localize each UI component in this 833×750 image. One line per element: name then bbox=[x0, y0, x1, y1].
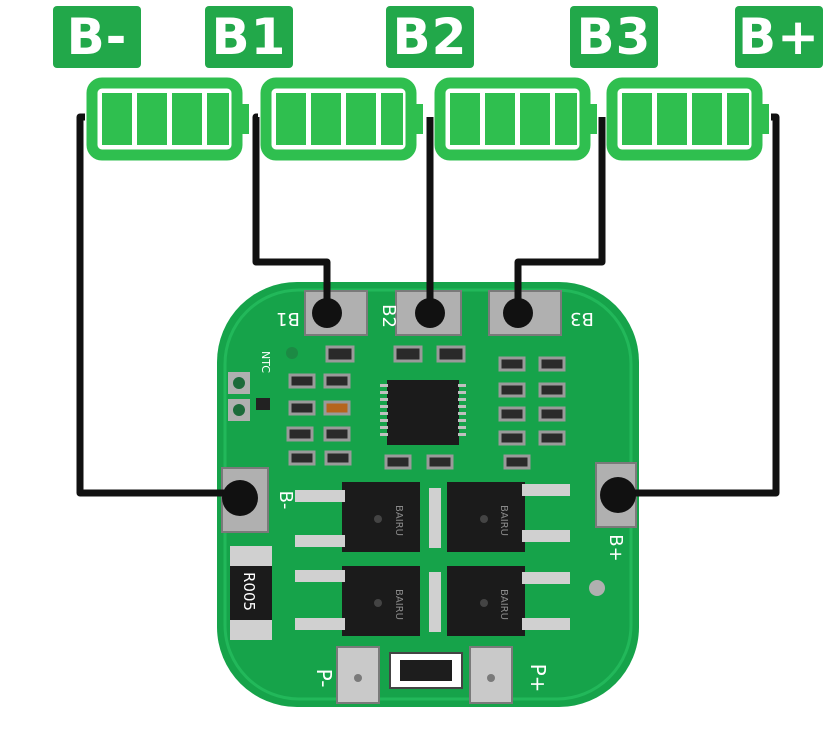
tag-b3: B3 bbox=[570, 6, 658, 68]
balance-wires bbox=[76, 113, 780, 497]
pad-label-p-minus: P- bbox=[312, 669, 336, 688]
battery-cell-2 bbox=[260, 77, 423, 161]
tag-b2: B2 bbox=[386, 6, 474, 68]
pad-label-b2: B2 bbox=[378, 304, 399, 328]
pcb-board: BAIRU BAIRU BAIRU BAIRU R005 B1 B2 B3 B-… bbox=[217, 282, 639, 707]
tag-b-minus: B- bbox=[53, 6, 141, 68]
battery-cell-4 bbox=[606, 77, 769, 161]
pad-label-p-plus: P+ bbox=[526, 664, 550, 693]
tag-b1: B1 bbox=[205, 6, 293, 68]
pad-label-b-minus: B- bbox=[275, 491, 296, 510]
pad-label-b1: B1 bbox=[276, 308, 300, 329]
svg-text:BAIRU: BAIRU bbox=[498, 505, 509, 536]
battery-cell-3 bbox=[434, 77, 597, 161]
mosfet-markings: BAIRU BAIRU BAIRU BAIRU bbox=[393, 505, 509, 620]
battery-cell-1 bbox=[86, 77, 249, 161]
svg-text:BAIRU: BAIRU bbox=[393, 589, 404, 620]
shunt-resistor: R005 bbox=[230, 546, 272, 640]
pad-label-b-plus: B+ bbox=[605, 534, 626, 561]
pad-label-ntc: NTC bbox=[259, 351, 272, 373]
svg-text:R005: R005 bbox=[240, 572, 258, 611]
wire-solder-points bbox=[222, 298, 636, 516]
mosfet-group bbox=[295, 482, 570, 636]
tag-b-plus: B+ bbox=[735, 6, 823, 68]
pad-label-b3: B3 bbox=[570, 308, 594, 329]
svg-text:BAIRU: BAIRU bbox=[393, 505, 404, 536]
svg-text:BAIRU: BAIRU bbox=[498, 589, 509, 620]
